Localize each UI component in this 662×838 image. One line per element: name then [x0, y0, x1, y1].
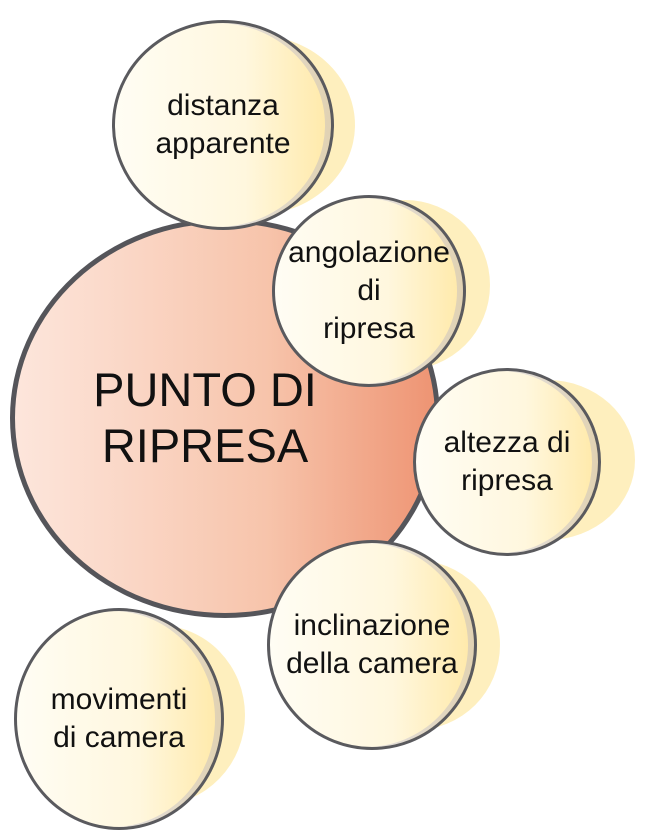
node-label: inclinazione della camera — [286, 609, 458, 680]
node-label: movimenti di camera — [50, 683, 188, 754]
node-label: distanza apparente — [155, 89, 291, 160]
node-distanza-apparente: distanza apparente — [112, 20, 334, 230]
node-altezza-di-ripresa: altezza di ripresa — [413, 368, 601, 556]
node-label: angolazione di ripresa — [288, 236, 450, 345]
node-inclinazione-della-camera: inclinazione della camera — [267, 540, 477, 750]
node-label: altezza di ripresa — [443, 426, 571, 497]
node-angolazione-di-ripresa: angolazione di ripresa — [272, 195, 466, 387]
center-label: PUNTO DI RIPRESA — [93, 363, 317, 472]
node-movimenti-di-camera: movimenti di camera — [14, 608, 224, 830]
